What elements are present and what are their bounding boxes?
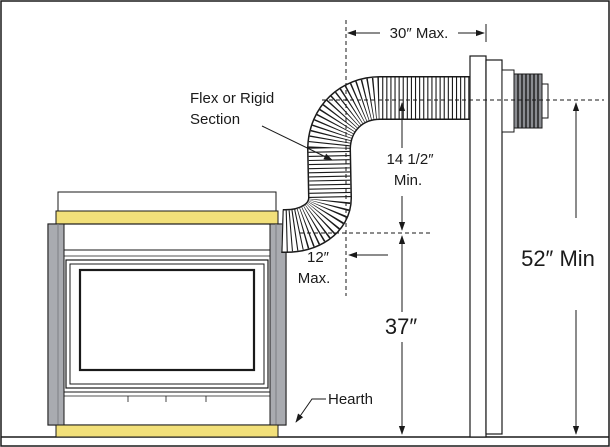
wall-plate-outer (485, 59, 503, 435)
bottom-hearth-strip (55, 424, 279, 438)
dimension-lines (261, 24, 580, 435)
label-flex-line2: Section (190, 111, 240, 128)
flex-pipe (281, 76, 470, 253)
label-52-min: 52″ Min (521, 246, 595, 271)
termination-plate (501, 69, 515, 133)
wall-assembly (469, 55, 549, 438)
label-14-min-line2: Min. (394, 172, 422, 189)
fireplace-top-box (57, 191, 277, 213)
label-14-min-line1: 14 1/2″ (386, 151, 434, 168)
label-12-max-line1: 12″ (307, 249, 330, 266)
label-flex-line1: Flex or Rigid (190, 90, 274, 107)
flex-pipe-corrugation (281, 77, 470, 252)
label-12-max-line2: Max. (298, 270, 331, 287)
label-37: 37″ (385, 314, 417, 339)
glass-window (78, 268, 256, 372)
right-frame (269, 223, 287, 426)
top-hearth-strip (55, 210, 279, 226)
labels: Flex or Rigid Section 30″ Max. 14 1/2″ M… (190, 25, 595, 408)
label-30-max: 30″ Max. (390, 25, 449, 42)
hearth-leader-line (295, 398, 326, 423)
termination-cap-end (541, 83, 549, 119)
reference-lines (300, 20, 604, 296)
wall-panel (469, 55, 487, 438)
flex-leader-line (261, 125, 333, 161)
left-frame (47, 223, 65, 426)
termination-cap-ribs (517, 74, 539, 128)
label-hearth: Hearth (328, 391, 373, 408)
fireplace-unit (47, 191, 287, 438)
